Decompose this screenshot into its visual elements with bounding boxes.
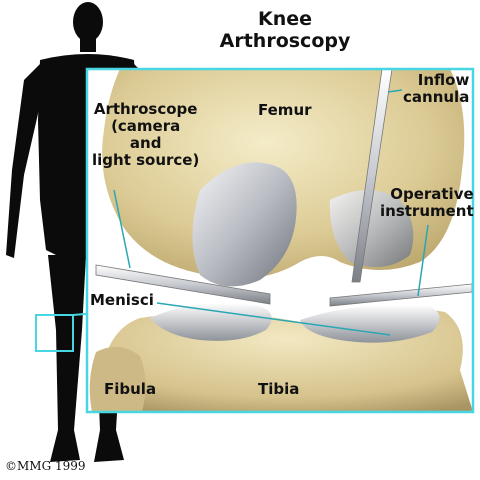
label-arthroscope-line-3: and xyxy=(129,134,162,152)
femoral-cartilage-medial xyxy=(329,190,414,268)
label-inflow-line-2: cannula xyxy=(403,88,470,106)
label-arthroscope-line-4: light source) xyxy=(92,151,200,169)
femoral-cartilage xyxy=(192,162,297,287)
magnified-panel-frame xyxy=(85,67,475,414)
knee-highlight-box xyxy=(35,314,74,352)
arthroscope-instrument xyxy=(95,264,271,305)
label-arthroscope-line-2: (camera xyxy=(111,117,181,135)
knee-joint-illustration xyxy=(89,69,473,412)
title-line-2: Arthroscopy xyxy=(219,30,351,52)
meniscus-medial xyxy=(300,304,440,343)
inflow-cannula-instrument xyxy=(351,69,393,283)
label-inflow-cannula: Inflow cannula xyxy=(403,72,469,106)
title-line-1: Knee xyxy=(257,8,313,30)
label-operative-instrument: Operative instrument xyxy=(380,186,474,220)
copyright-notice: ©MMG 1999 xyxy=(5,459,86,473)
label-tibia: Tibia xyxy=(258,380,300,398)
arthroscope-leader-line xyxy=(113,189,131,269)
label-arthroscope: Arthroscope (camera and light source) xyxy=(92,101,199,169)
label-fibula: Fibula xyxy=(104,380,157,398)
operative-leader-line xyxy=(417,224,429,297)
inflow-leader-line xyxy=(387,89,403,93)
label-femur: Femur xyxy=(258,101,312,119)
label-operative-line-1: Operative xyxy=(390,185,474,203)
meniscus-lateral xyxy=(150,302,272,341)
fibula-bone xyxy=(89,346,146,412)
label-operative-line-2: instrument xyxy=(380,202,474,220)
diagram-title: Knee Arthroscopy xyxy=(200,8,370,52)
menisci-leader-line xyxy=(156,302,391,336)
label-arthroscope-line-1: Arthroscope xyxy=(93,100,198,118)
label-inflow-line-1: Inflow xyxy=(417,71,470,89)
label-menisci: Menisci xyxy=(90,291,154,309)
